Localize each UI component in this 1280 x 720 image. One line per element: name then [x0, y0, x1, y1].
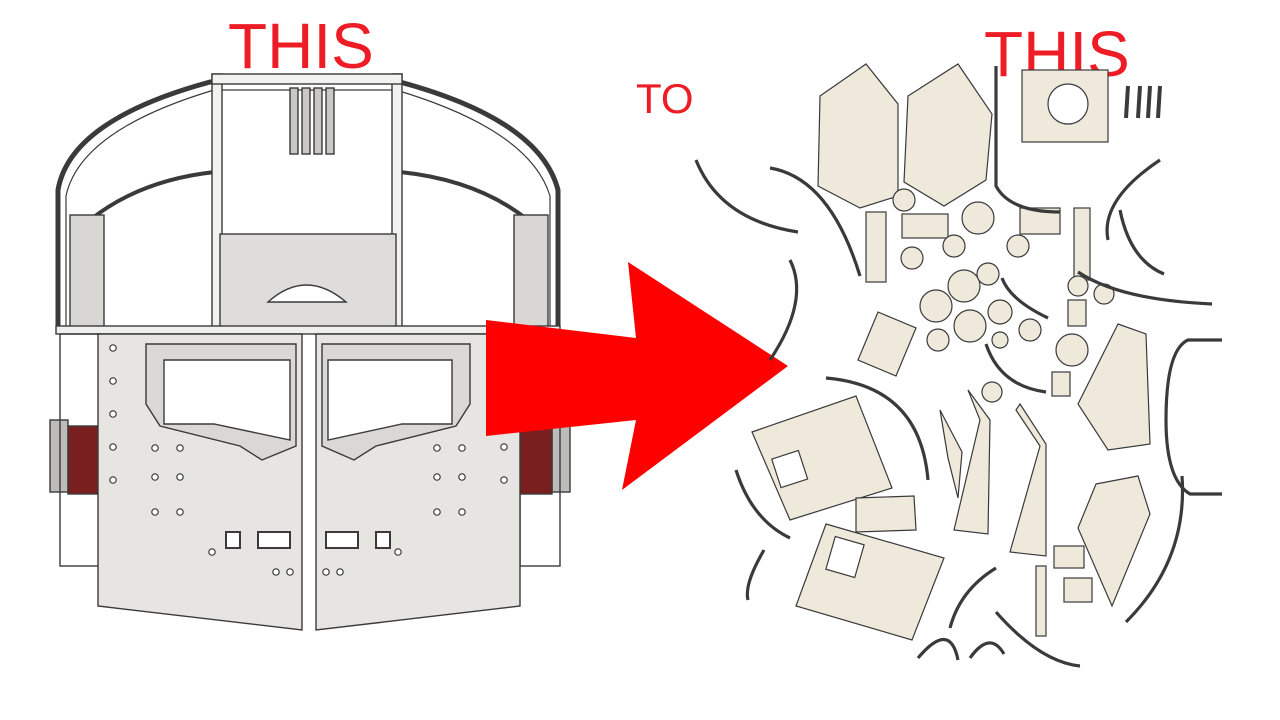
part-front-plate-1	[751, 395, 893, 521]
part-front-plate-2	[795, 523, 945, 641]
part-disc	[892, 188, 916, 212]
part-disc	[991, 331, 1009, 349]
assembled-robot	[49, 73, 571, 631]
part-small-5	[1051, 371, 1071, 397]
mount-hole	[322, 568, 330, 576]
flat-parts	[751, 63, 1151, 641]
mount-hole	[458, 473, 466, 481]
mount-hole	[151, 508, 159, 516]
mount-hole	[433, 473, 441, 481]
part-disc	[987, 299, 1013, 325]
part-disc	[1018, 318, 1042, 342]
window-left	[163, 359, 291, 441]
label-to: TO	[636, 75, 694, 122]
mount-hole	[458, 508, 466, 516]
mount-hole	[500, 443, 508, 451]
mount-hole	[394, 548, 402, 556]
motor-left	[67, 425, 103, 495]
part-disc	[953, 309, 987, 343]
part-bracket-3	[939, 409, 963, 499]
mount-hole	[109, 344, 117, 352]
part-small-2	[1063, 577, 1093, 603]
mount-hole	[109, 443, 117, 451]
mount-hole	[208, 548, 216, 556]
part-side-plate-2	[903, 63, 993, 207]
label-this-left: THIS	[228, 10, 374, 82]
switch-cutouts	[225, 531, 391, 549]
part-small-3	[901, 213, 949, 239]
mount-hole	[433, 444, 441, 452]
window-right	[327, 359, 453, 441]
part-front-plate-1-window	[770, 449, 809, 489]
mount-hole	[109, 410, 117, 418]
back-plate	[219, 233, 397, 329]
part-disc	[926, 328, 950, 352]
part-disc	[900, 246, 924, 270]
part-disc	[1006, 234, 1030, 258]
mount-hole	[109, 476, 117, 484]
motor-right	[517, 425, 553, 495]
part-disc	[919, 289, 953, 323]
flat-arc-strips	[694, 66, 1222, 668]
mount-hole	[176, 444, 184, 452]
flat-discs	[892, 188, 1115, 403]
part-disc	[981, 381, 1003, 403]
wheel-left	[49, 419, 69, 493]
part-disc	[947, 269, 981, 303]
mount-hole	[458, 444, 466, 452]
part-disc	[961, 201, 995, 235]
part-right-plate-1	[1077, 323, 1151, 451]
inner-arch-left	[88, 170, 216, 330]
part-disc	[976, 262, 1000, 286]
part-bracket-2	[953, 389, 991, 535]
part-side-plate-1	[817, 63, 899, 209]
part-small-1	[1053, 545, 1085, 569]
part-bracket-1	[1009, 402, 1047, 557]
part-small-6	[1067, 299, 1087, 327]
mount-hole	[272, 568, 280, 576]
mount-hole	[286, 568, 294, 576]
part-disc	[942, 234, 966, 258]
mount-hole	[336, 568, 344, 576]
part-strip-3	[1073, 207, 1091, 281]
mount-hole	[433, 508, 441, 516]
part-right-plate-2	[1077, 475, 1151, 608]
mount-hole	[151, 473, 159, 481]
part-motor-hole	[1047, 83, 1089, 125]
part-strip-2	[865, 211, 887, 283]
top-clamps	[289, 87, 335, 155]
mount-hole	[109, 377, 117, 385]
inner-arch-right	[399, 170, 530, 330]
part-disc	[1067, 275, 1089, 297]
wheel-right	[551, 419, 571, 493]
side-pillar-left	[69, 214, 105, 331]
part-disc	[1055, 333, 1089, 367]
part-front-plate-2-window	[825, 535, 865, 579]
top-bar	[211, 73, 403, 85]
right-arrow-icon	[486, 262, 788, 490]
part-strip-1	[1035, 565, 1047, 637]
side-pillar-right	[513, 214, 549, 331]
flat-links	[1124, 85, 1162, 119]
back-plate-cutout	[266, 284, 348, 303]
mount-hole	[500, 476, 508, 484]
mount-hole	[176, 473, 184, 481]
part-window-frame-1	[857, 311, 917, 377]
part-window-frame-2	[855, 495, 917, 533]
deck	[55, 325, 561, 335]
mount-hole	[176, 508, 184, 516]
mount-hole	[151, 444, 159, 452]
